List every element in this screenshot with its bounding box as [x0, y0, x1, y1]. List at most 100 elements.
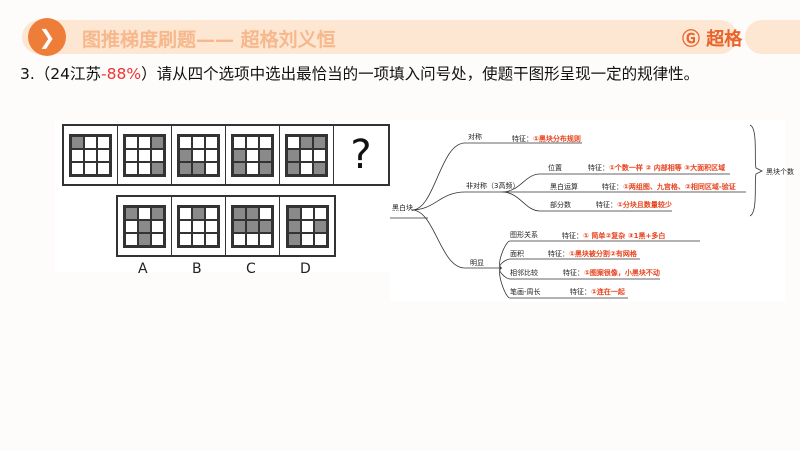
option-label[interactable]: B	[192, 261, 202, 277]
option-A[interactable]	[118, 197, 172, 255]
black-cell	[287, 206, 301, 220]
white-cell	[313, 206, 327, 220]
header-title: 图推梯度刷题—— 超格刘义恒	[82, 29, 336, 51]
header-band	[22, 20, 737, 54]
black-cell	[179, 148, 192, 162]
black-cell	[246, 206, 259, 220]
white-cell	[259, 206, 272, 220]
white-cell	[125, 219, 138, 233]
black-cell	[259, 219, 272, 233]
white-cell	[138, 206, 151, 220]
stem-figure-2	[118, 126, 172, 184]
grid-figure	[231, 133, 274, 177]
black-cell	[287, 219, 301, 233]
black-cell	[138, 232, 151, 246]
grid-figure	[231, 204, 274, 248]
white-cell	[233, 232, 246, 246]
white-cell	[300, 219, 314, 233]
white-cell	[138, 148, 151, 162]
white-cell	[233, 135, 246, 149]
white-cell	[125, 135, 138, 149]
grid-figure	[123, 133, 166, 177]
stem-figure-1	[64, 126, 118, 184]
question-mark-cell: ?	[334, 126, 388, 184]
white-cell	[179, 219, 192, 233]
option-label[interactable]: A	[138, 261, 148, 277]
white-cell	[246, 232, 259, 246]
black-cell	[151, 161, 164, 175]
white-cell	[205, 161, 218, 175]
white-cell	[300, 148, 313, 162]
grid-figure	[177, 133, 220, 177]
mm-relation-feature: 特征：① 简单②复杂 ③1黑+多白	[562, 232, 666, 240]
header-band-end	[745, 20, 800, 54]
white-cell	[125, 232, 138, 246]
white-cell	[179, 232, 192, 246]
white-cell	[71, 148, 84, 162]
mm-part-count: 部分数	[550, 201, 571, 209]
black-cell	[192, 161, 205, 175]
stem-row: ?	[62, 124, 390, 186]
white-cell	[138, 161, 151, 175]
white-cell	[300, 206, 314, 220]
black-cell	[246, 219, 259, 233]
stem-figure-4	[226, 126, 280, 184]
white-cell	[259, 135, 272, 149]
black-cell	[233, 206, 246, 220]
mm-area: 面积	[510, 250, 524, 258]
white-cell	[179, 135, 192, 149]
grid-figure	[69, 133, 112, 177]
black-cell	[300, 135, 313, 149]
mm-adjacent: 相邻比较	[510, 269, 538, 277]
black-cell	[71, 135, 84, 149]
question-text: 3.（24江苏-88%）请从四个选项中选出最恰当的一项填入问号处，使题干图形呈现…	[20, 65, 700, 83]
mm-part-feature: 特征：①分块且数量较少	[596, 201, 672, 209]
mind-map: 黑白块 对称 特征：①黑块分布规则 非对称（3高频） 位置 特征：①个数一样 ②…	[390, 120, 794, 302]
white-cell	[287, 135, 300, 149]
white-cell	[300, 232, 314, 246]
white-cell	[125, 161, 138, 175]
white-cell	[84, 135, 97, 149]
black-cell	[233, 219, 246, 233]
white-cell	[97, 161, 110, 175]
grid-figure	[285, 204, 329, 248]
option-D[interactable]	[280, 197, 334, 255]
black-cell	[259, 148, 272, 162]
black-cell	[313, 135, 326, 149]
option-label[interactable]: C	[246, 261, 256, 277]
white-cell	[192, 135, 205, 149]
mm-relation: 图形关系	[510, 231, 538, 239]
white-cell	[84, 161, 97, 175]
mm-position-feature: 特征：①个数一样 ② 内部相等 ③大面积区域	[588, 164, 726, 172]
mm-area-feature: 特征：①黑块被分割②有网格	[548, 250, 637, 258]
white-cell	[192, 219, 205, 233]
mm-symmetric-feature: 特征：①黑块分布规则	[512, 135, 581, 143]
white-cell	[151, 232, 164, 246]
mind-map-lines	[390, 124, 763, 299]
options-row	[116, 195, 336, 257]
option-B[interactable]	[172, 197, 226, 255]
mm-asymmetric: 非对称（3高频）	[466, 182, 520, 190]
white-cell	[192, 148, 205, 162]
white-cell	[205, 148, 218, 162]
white-cell	[151, 148, 164, 162]
mm-obvious: 明显	[470, 259, 484, 267]
black-cell	[287, 232, 301, 246]
white-cell	[205, 135, 218, 149]
black-cell	[287, 148, 300, 162]
accuracy-rate: -88%	[101, 65, 142, 83]
black-cell	[287, 161, 300, 175]
option-C[interactable]	[226, 197, 280, 255]
mm-symmetric: 对称	[468, 133, 482, 141]
black-cell	[233, 148, 246, 162]
black-cell	[138, 219, 151, 233]
mm-adjacent-feature: 特征：①图案很像，小黑块不动	[563, 269, 660, 277]
white-cell	[205, 219, 218, 233]
black-cell	[313, 161, 326, 175]
white-cell	[84, 148, 97, 162]
grid-figure	[285, 133, 328, 177]
puzzle-figure: ? A B C D	[55, 120, 390, 277]
white-cell	[246, 135, 259, 149]
option-label[interactable]: D	[300, 261, 311, 277]
white-cell	[205, 232, 218, 246]
